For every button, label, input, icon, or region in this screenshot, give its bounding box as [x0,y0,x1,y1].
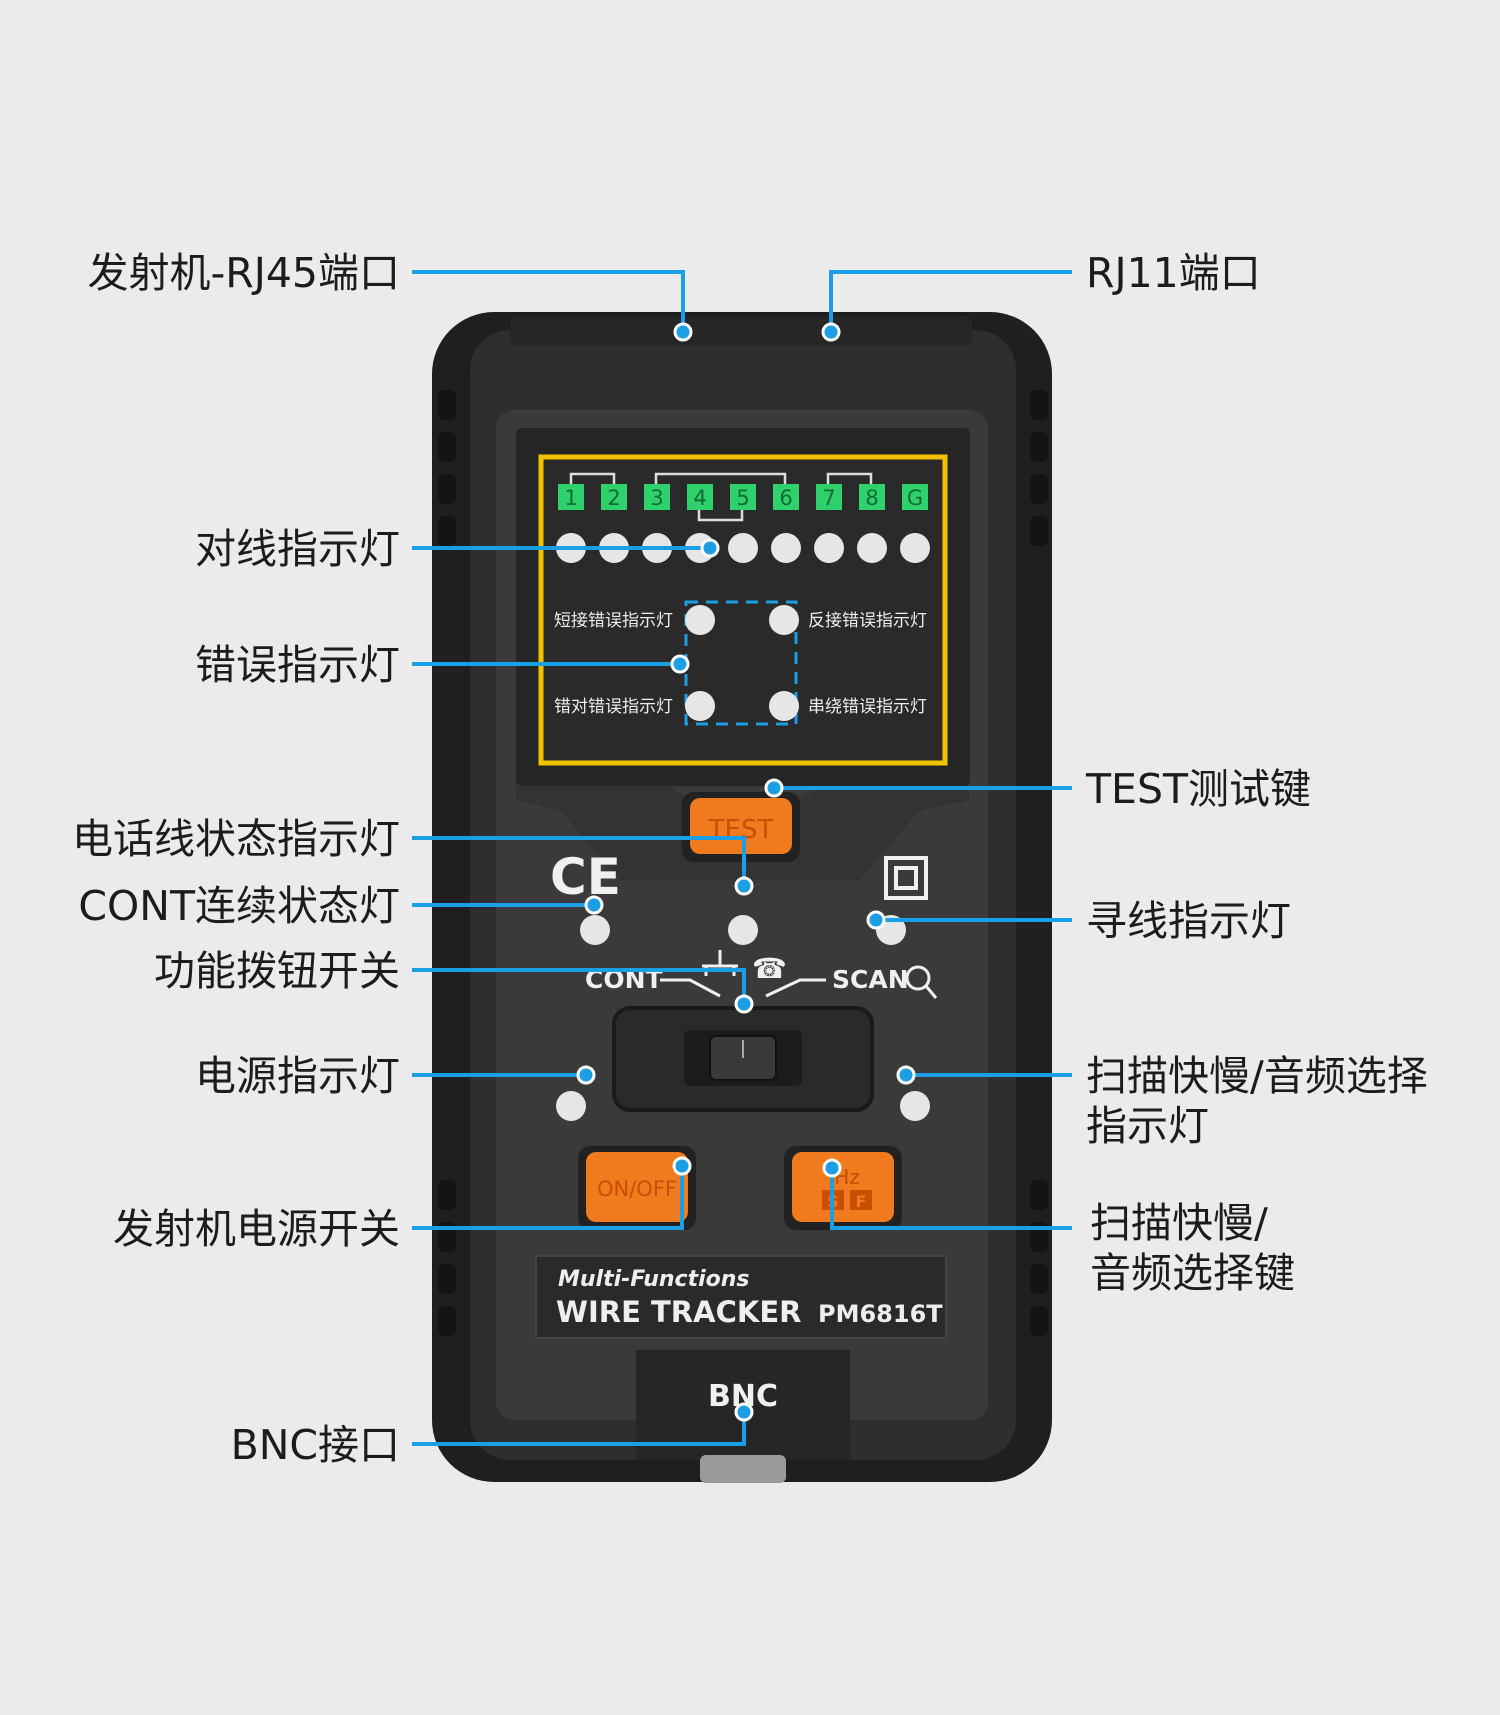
pin-label: G [907,486,923,510]
pin-labels: 1 2 3 4 5 6 7 8 G [558,484,928,510]
wiremap-led [728,533,758,563]
label-test-key: TEST测试键 [1086,765,1312,813]
wiremap-led [814,533,844,563]
model-number: PM6816T [818,1300,943,1328]
pin-label: 4 [693,486,706,510]
scan-switch-label: SCAN [832,965,909,994]
wiremap-led [900,533,930,563]
phone-icon: ☎ [752,952,787,985]
label-tx-power-switch: 发射机电源开关 [113,1205,400,1253]
f-label: F [856,1192,867,1211]
pin-box [601,484,627,510]
pin-box [773,484,799,510]
error-led-reverse [769,605,799,635]
error-led-split [685,691,715,721]
onoff-button-label: ON/OFF [597,1177,677,1201]
label-speed-led-line2: 指示灯 [1086,1102,1209,1150]
phone-led [728,915,758,945]
ce-mark: CE [550,848,621,906]
pin-label: 6 [779,486,792,510]
brand-line2: WIRE TRACKER [556,1295,801,1329]
label-speed-key-line1: 扫描快慢/ [1090,1199,1268,1247]
label-function-switch: 功能拨钮开关 [154,947,400,995]
magnifier-icon [905,965,938,999]
label-rj45-port: 发射机-RJ45端口 [87,249,400,297]
pin-label: 5 [736,486,749,510]
pin-box [687,484,713,510]
function-slide-switch[interactable] [612,1006,874,1112]
wiremap-led [771,533,801,563]
pin-box [558,484,584,510]
label-speed-led-line1: 扫描快慢/音频选择 [1086,1052,1428,1100]
pin-brackets [569,472,873,522]
brand-line1: Multi-Functions [558,1267,750,1292]
brand-plate [535,1255,947,1339]
error-label-cross: 串绕错误指示灯 [808,697,927,717]
label-speed-key-line2: 音频选择键 [1090,1249,1295,1297]
callout-lines [412,270,1072,1446]
pin-label: 7 [822,486,835,510]
label-rj11-port: RJ11端口 [1086,249,1261,297]
error-label-short: 短接错误指示灯 [554,611,673,631]
error-led-short [685,605,715,635]
label-error-led: 错误指示灯 [195,641,400,689]
pin-box [730,484,756,510]
display-screen [516,428,970,786]
label-power-led: 电源指示灯 [195,1052,400,1100]
pin-box [859,484,885,510]
error-led-cross [769,691,799,721]
switch-guide-lines [660,978,826,998]
speed-led [900,1091,930,1121]
pin-label: 1 [564,486,577,510]
pin-label: 3 [650,486,663,510]
test-button-label: TEST [708,815,774,845]
error-label-reverse: 反接错误指示灯 [808,611,927,631]
label-cont-led: CONT连续状态灯 [78,882,400,930]
speed-audio-button[interactable]: Hz S F [784,1146,902,1230]
power-led [556,1091,586,1121]
pin-label: 8 [865,486,878,510]
wiremap-led [857,533,887,563]
pin-box [902,484,928,510]
double-insulation-icon [884,856,928,900]
label-phone-led: 电话线状态指示灯 [72,815,400,863]
cont-led [580,915,610,945]
pin-box [816,484,842,510]
pin-box [644,484,670,510]
error-label-split: 错对错误指示灯 [554,697,673,717]
label-bnc-port: BNC接口 [230,1421,400,1469]
test-button[interactable]: TEST [682,792,800,862]
pin-label: 2 [607,486,620,510]
callout-dots [576,322,916,1422]
onoff-button[interactable]: ON/OFF [578,1146,696,1230]
label-wiremap-led: 对线指示灯 [195,525,400,573]
label-scan-led: 寻线指示灯 [1086,897,1291,945]
